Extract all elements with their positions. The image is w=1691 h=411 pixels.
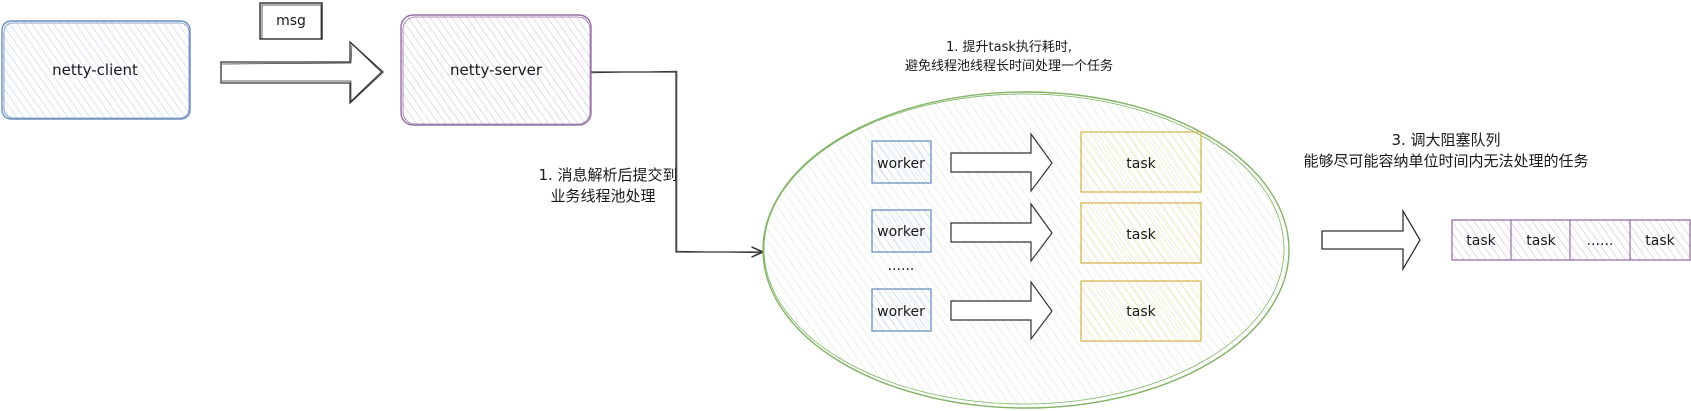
dispatch-note-line-2: 业务线程池处理 [550,187,655,205]
task-3: task [1080,280,1202,342]
worker-2-arrow [950,202,1053,263]
blocking-queue: task task ...... task [1451,219,1691,261]
worker-ellipsis: ...... [888,258,915,274]
task-2-label: task [1126,227,1156,243]
worker-1-label: worker [877,156,925,172]
pool-note-line-2: 避免线程池线程长时间处理一个任务 [905,58,1113,74]
queue-note-line-1: 3. 调大阻塞队列 [1391,131,1500,149]
worker-3-label: worker [877,304,925,320]
task-3-label: task [1126,304,1156,320]
queue-note-line-2: 能够尽可能容纳单位时间内无法处理的任务 [1303,152,1588,170]
netty-client-node: netty-client [1,20,191,120]
netty-server-label: netty-server [450,61,543,79]
queue-slot-4: task [1645,233,1675,249]
netty-client-label: netty-client [52,61,138,79]
task-2: task [1080,202,1202,264]
queue-slot-1: task [1466,233,1496,249]
pool-to-queue-arrow [1321,208,1421,272]
task-1-label: task [1126,156,1156,172]
netty-server-node: netty-server [400,14,592,126]
dispatch-note-line-1: 1. 消息解析后提交到 [538,166,677,184]
thread-pool-ellipse [762,91,1290,409]
worker-2-label: worker [877,224,925,240]
worker-1-arrow [950,132,1053,193]
queue-slot-3: ...... [1587,233,1614,249]
pool-note-line-1: 1. 提升task执行耗时, [946,39,1072,55]
worker-1: worker [871,140,932,184]
client-to-server-arrow [220,40,384,105]
server-to-pool-connector [591,70,763,253]
queue-slot-2: task [1526,233,1556,249]
worker-3: worker [871,288,932,332]
task-1: task [1080,131,1202,193]
worker-3-arrow [950,280,1053,341]
msg-node: msg [259,2,323,40]
worker-2: worker [871,209,932,253]
msg-label: msg [276,13,306,29]
